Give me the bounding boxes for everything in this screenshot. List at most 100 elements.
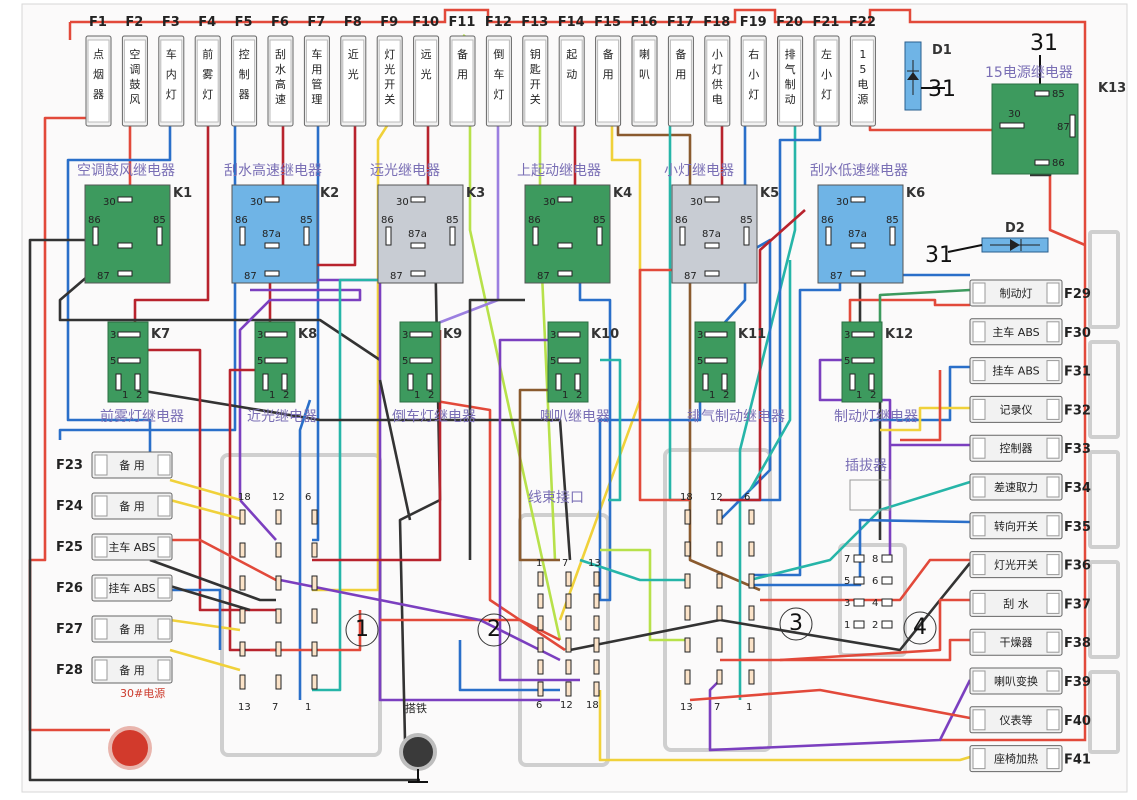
plug-pin-label: 5 (844, 576, 850, 587)
k13-pin-85: 85 (1052, 89, 1065, 100)
plug-pin (853, 620, 865, 629)
relay-pin-label: 30 (543, 197, 556, 208)
relay-pin-label: 30 (103, 197, 116, 208)
fuse-text-char: 小 (712, 48, 723, 61)
connector-pin (537, 659, 544, 675)
wire (133, 118, 210, 330)
connector-pin (275, 542, 282, 558)
fuse-text-char: 高 (275, 77, 286, 91)
connector-pin-label: 18 (680, 492, 693, 503)
wire (720, 638, 970, 662)
relay-pin-label: 87a (848, 229, 867, 240)
fuse-id: F34 (1064, 481, 1091, 496)
wire (150, 588, 222, 650)
fuse-text: 灯光开关 (994, 558, 1038, 572)
fuse-text-char: 用 (603, 68, 614, 81)
wire (279, 578, 561, 662)
relay-title: 喇叭继电器 (540, 409, 610, 425)
wire (760, 558, 970, 602)
connector-pin (565, 681, 572, 697)
relay-pin-label: 5 (110, 356, 116, 367)
relay-pin-label: 86 (235, 215, 248, 226)
relay-pin-label: 2 (136, 390, 142, 401)
fuse-text: 主车 ABS (992, 325, 1039, 339)
fuse-id: F4 (198, 15, 216, 30)
relay-id: K3 (466, 186, 485, 201)
wire (818, 358, 892, 560)
relay-pin-label: 1 (122, 390, 128, 401)
relay-pin-label: 5 (844, 356, 850, 367)
fuse-text-char: 灯 (384, 48, 395, 61)
relay-pin-label: 86 (528, 215, 541, 226)
connector-pin (684, 605, 691, 621)
relay-pin-label: 3 (697, 330, 703, 341)
connector-pin-label: 7 (562, 558, 568, 569)
plug-pin (881, 620, 893, 629)
power-bus (68, 8, 1087, 742)
fuse-id: F18 (703, 15, 730, 30)
connector-pin-label: 1 (746, 702, 752, 713)
wire (312, 278, 410, 692)
fuse-text: 挂车 ABS (992, 364, 1039, 378)
relay-pin-label: 5 (257, 356, 263, 367)
fuse-id: F27 (56, 622, 83, 637)
relay-id: K2 (320, 186, 339, 201)
connector-pin (311, 641, 318, 657)
relay-pin-label: 86 (88, 215, 101, 226)
k13-pin-30: 30 (1008, 109, 1021, 120)
wire (720, 209, 806, 502)
relay-pin-label: 1 (269, 390, 275, 401)
relay-pin-label: 85 (153, 215, 166, 226)
plug-pin (853, 554, 865, 563)
plug-pin-label: 4 (872, 598, 878, 609)
fuse-id: F39 (1064, 675, 1091, 690)
connector-pin (716, 573, 723, 589)
diode-d1-label: D1 (932, 43, 952, 58)
fuse-text-char: 内 (166, 67, 177, 81)
fuse-text-char: 车 (311, 47, 322, 61)
fuse-id: F14 (558, 15, 585, 30)
connector-pin (239, 509, 246, 525)
wire (140, 348, 276, 612)
wire (748, 260, 792, 491)
relay-pin-label: 87 (97, 271, 110, 282)
k13-pin-86: 86 (1052, 158, 1065, 169)
wire (579, 558, 690, 582)
plug-pin-label: 1 (844, 620, 850, 631)
connector-pin (239, 641, 246, 657)
wire (28, 116, 110, 732)
fuse-id: F10 (412, 15, 439, 30)
connector-pin (275, 674, 282, 690)
connector-pin (275, 575, 282, 591)
fuse-id: F32 (1064, 403, 1091, 418)
relay-pin-label: 86 (381, 215, 394, 226)
plug-pin-label: 8 (872, 554, 878, 565)
relay-pin-label: 2 (576, 390, 582, 401)
wire (169, 648, 241, 672)
connector-pin (311, 575, 318, 591)
relay-id: K11 (738, 327, 766, 342)
relay-title: 刮水高速继电器 (224, 162, 322, 179)
fuse-text-char: 叭 (639, 68, 650, 81)
connector-pin (239, 608, 246, 624)
wire (312, 117, 394, 592)
relay-pin-label: 1 (562, 390, 568, 401)
relay-id: K6 (906, 186, 925, 201)
fuse-text-char: 右 (748, 47, 759, 61)
fuse-text-char: 烟 (93, 67, 104, 81)
fuse-text-char: 光 (421, 67, 432, 81)
connector-pin (275, 641, 282, 657)
